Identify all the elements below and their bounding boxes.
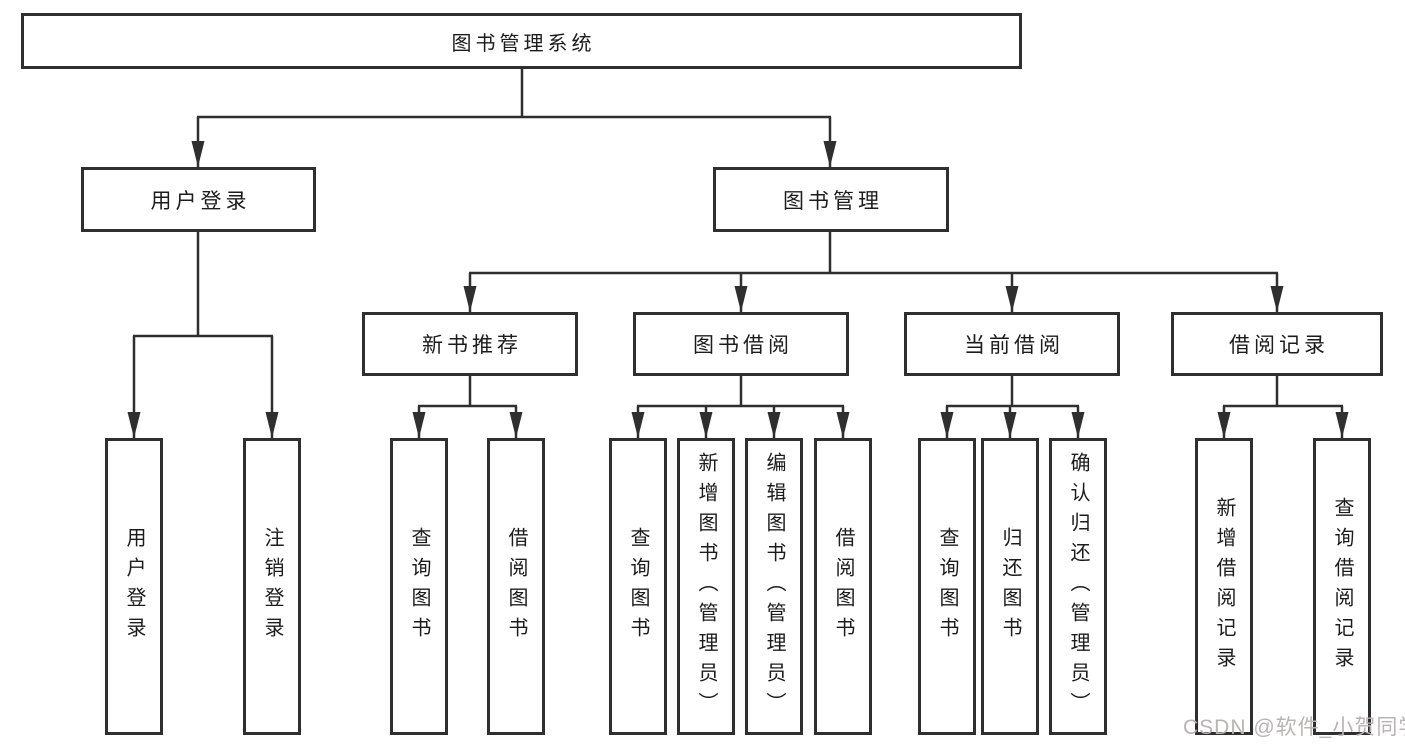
leaf-add-borrow-record-label: 新增借阅记录 (1213, 496, 1235, 677)
connector-root-to-level2 (191, 69, 837, 167)
node-book-borrow: 图书借阅 (633, 312, 849, 376)
node-current-borrow-label: 当前借阅 (964, 334, 1064, 357)
node-borrow-records: 借阅记录 (1171, 312, 1383, 376)
node-new-book-recommend-label: 新书推荐 (422, 334, 522, 357)
node-user-login-label: 用户登录 (150, 189, 251, 213)
leaf-add-borrow-record: 新增借阅记录 (1195, 438, 1253, 735)
leaf-query-book-current-label: 查询图书 (936, 526, 958, 647)
leaf-query-book-borrow: 查询图书 (609, 438, 667, 735)
csdn-watermark: CSDN @软件_小贺同学 (1183, 716, 1405, 739)
leaf-confirm-return-admin: 确认归还（管理员） (1049, 438, 1107, 735)
node-book-management-label: 图书管理 (783, 189, 883, 213)
connector-book-borrow-children (631, 376, 850, 438)
leaf-add-book-admin: 新增图书（管理员） (677, 438, 735, 735)
node-root-label: 图书管理系统 (451, 32, 596, 55)
leaf-query-book-recommend: 查询图书 (390, 438, 448, 735)
leaf-query-book-current: 查询图书 (918, 438, 976, 735)
leaf-logout-login-label: 注销登录 (261, 526, 283, 647)
leaf-edit-book-admin-label: 编辑图书（管理员） (763, 451, 785, 722)
leaf-borrow-book: 借阅图书 (814, 438, 872, 735)
leaf-return-book: 归还图书 (981, 438, 1039, 735)
node-current-borrow: 当前借阅 (904, 312, 1120, 376)
leaf-query-book-recommend-label: 查询图书 (408, 526, 430, 647)
leaf-query-borrow-record: 查询借阅记录 (1313, 438, 1371, 735)
leaf-user-login: 用户登录 (105, 438, 163, 735)
node-book-management: 图书管理 (713, 167, 949, 232)
leaf-borrow-book-recommend: 借阅图书 (487, 438, 545, 735)
node-user-login: 用户登录 (81, 167, 316, 232)
connector-current-borrow-children (940, 376, 1085, 438)
leaf-user-login-label: 用户登录 (123, 526, 145, 647)
connector-user-login-children (127, 232, 279, 438)
leaf-query-borrow-record-label: 查询借阅记录 (1331, 496, 1353, 677)
leaf-edit-book-admin: 编辑图书（管理员） (745, 438, 803, 735)
connector-book-management-children (463, 232, 1284, 312)
leaf-add-book-admin-label: 新增图书（管理员） (695, 451, 717, 722)
node-new-book-recommend: 新书推荐 (362, 312, 578, 376)
leaf-query-book-borrow-label: 查询图书 (627, 526, 649, 647)
leaf-return-book-label: 归还图书 (999, 526, 1021, 647)
node-root-system: 图书管理系统 (21, 13, 1022, 69)
connector-borrow-record-children (1217, 376, 1349, 438)
node-borrow-records-label: 借阅记录 (1229, 334, 1329, 357)
node-book-borrow-label: 图书借阅 (693, 334, 793, 357)
connector-new-book-children (412, 376, 523, 438)
leaf-logout-login: 注销登录 (243, 438, 301, 735)
leaf-borrow-book-recommend-label: 借阅图书 (505, 526, 527, 647)
leaf-borrow-book-label: 借阅图书 (832, 526, 854, 647)
leaf-confirm-return-admin-label: 确认归还（管理员） (1067, 451, 1089, 722)
